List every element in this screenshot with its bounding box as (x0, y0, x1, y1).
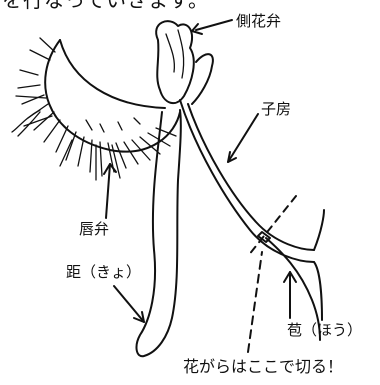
leader-arrows (104, 20, 296, 352)
label-spur: 距（きょ） (66, 264, 141, 281)
label-lip: 唇弁 (79, 221, 109, 238)
label-ovary: 子房 (261, 101, 291, 118)
label-lateral-petal: 側花弁 (236, 13, 281, 30)
label-cut-here: 花がらはここで切る！ (183, 358, 343, 375)
lip-fringe (16, 38, 176, 180)
cut-line (248, 196, 296, 256)
label-bract: 苞（ほう） (287, 322, 362, 339)
ovary-stem (180, 100, 324, 320)
lateral-petals (156, 21, 213, 104)
lip-petal (12, 38, 180, 180)
